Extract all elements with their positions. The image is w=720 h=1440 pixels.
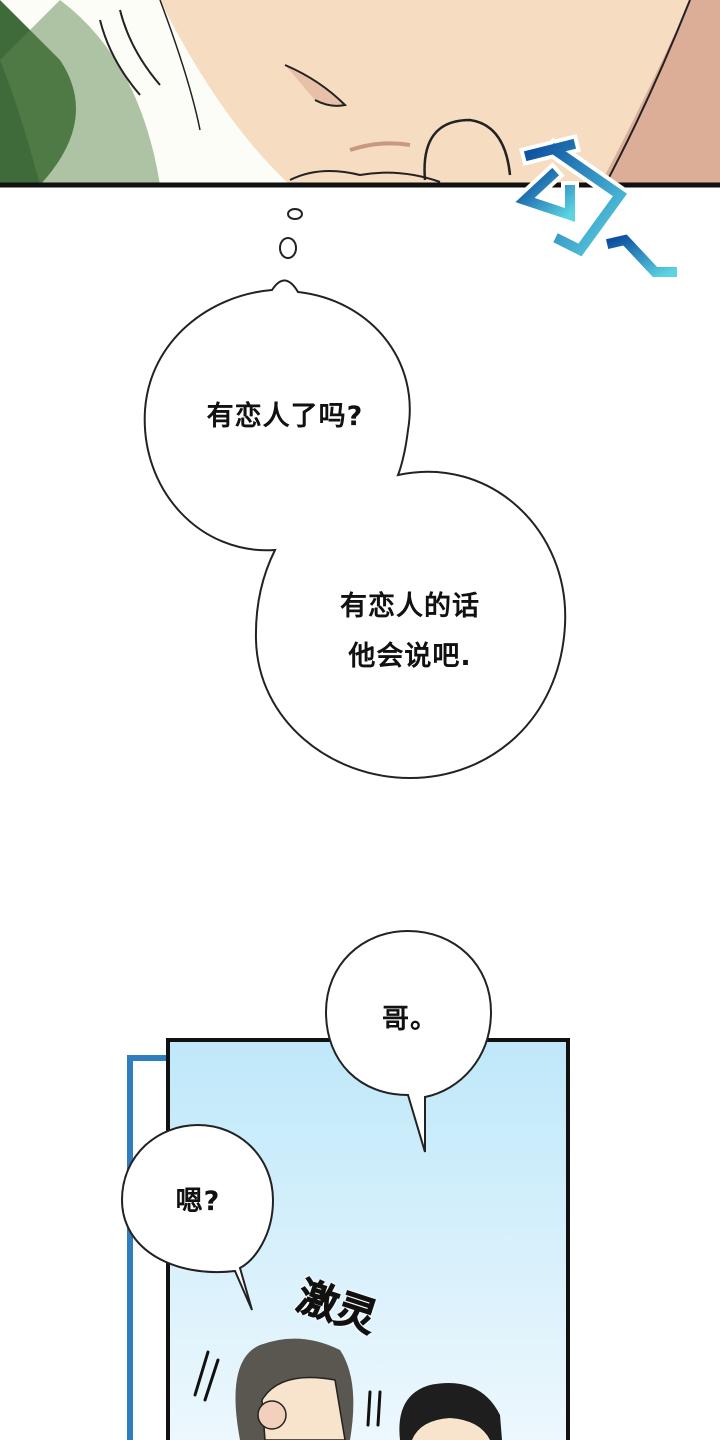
lower-panel [120, 929, 570, 1440]
speech-text-hm: 嗯? [175, 1186, 221, 1217]
thought-bubble-group [143, 208, 567, 780]
thought-text-2-line1: 有恋人的话 [340, 591, 480, 622]
thought-text-2-line2: 他会说吧. [348, 641, 472, 672]
sfx-top-glyph [507, 134, 681, 281]
thought-text-1: 有恋人了吗? [206, 401, 364, 432]
top-panel-face [0, 0, 720, 188]
speech-text-brother: 哥。 [382, 1004, 438, 1035]
